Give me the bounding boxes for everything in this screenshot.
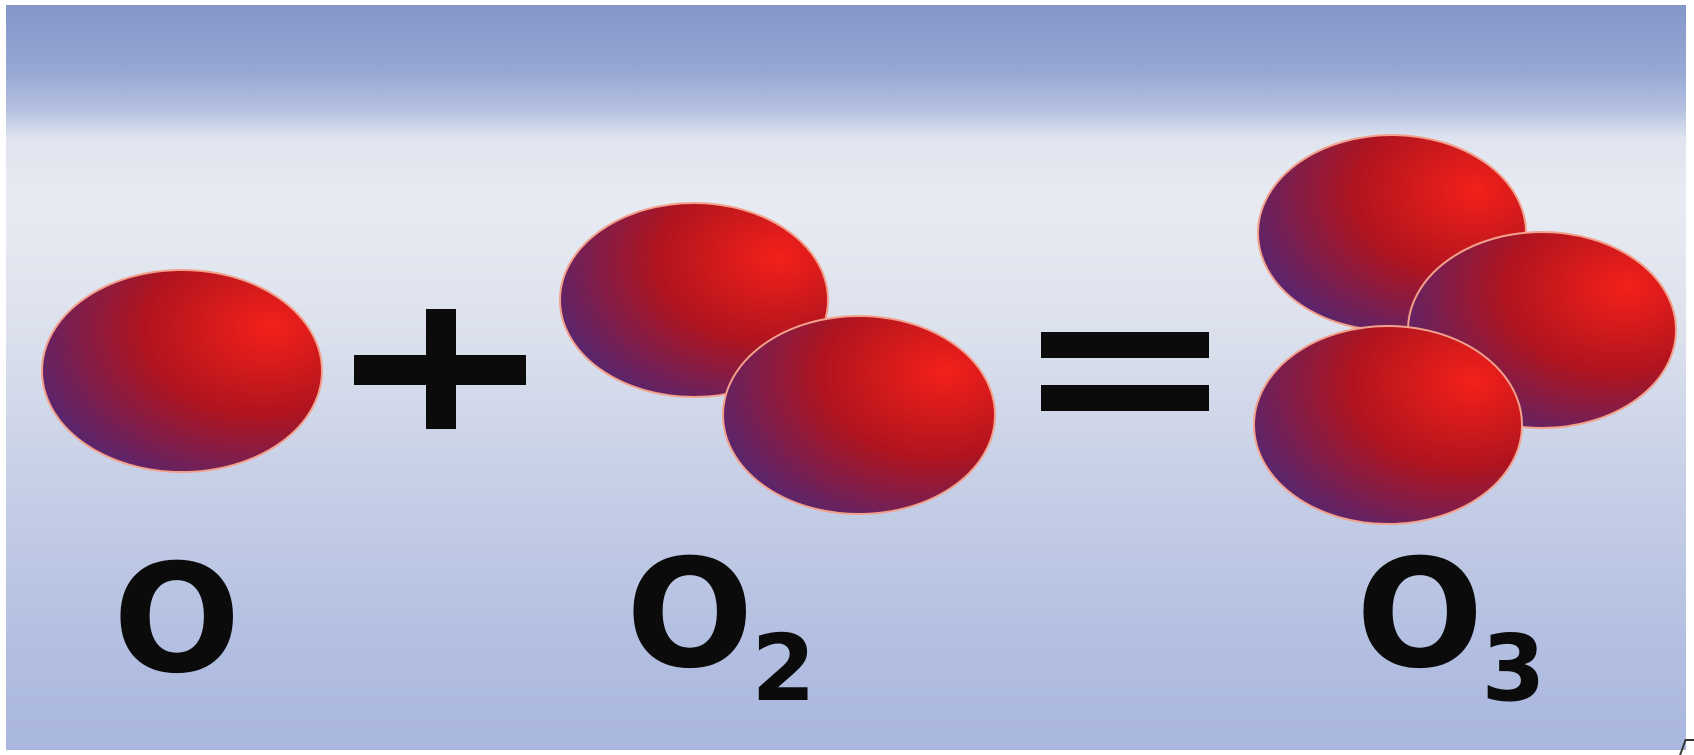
label-o2: O2 xyxy=(626,540,816,715)
label-o2-symbol: O xyxy=(626,528,754,702)
o3-molecule xyxy=(1253,134,1677,525)
label-o3: O3 xyxy=(1356,540,1546,715)
oxygen-atom xyxy=(41,269,323,473)
label-o-symbol: O xyxy=(113,533,241,707)
label-o3-symbol: O xyxy=(1356,528,1484,702)
oxygen-atom-molecule xyxy=(41,269,323,473)
label-o: O xyxy=(113,545,241,695)
o3-atom-3 xyxy=(1253,325,1523,525)
label-o3-subscript: 3 xyxy=(1481,615,1546,722)
ozone-formation-diagram: O O2 O3 xyxy=(6,5,1686,750)
o2-atom-2 xyxy=(722,315,996,515)
equals-sign xyxy=(1041,332,1209,411)
molecule-illustration xyxy=(41,134,1677,525)
plus-sign xyxy=(354,309,526,429)
label-o2-subscript: 2 xyxy=(751,615,816,722)
o2-molecule xyxy=(559,202,996,515)
